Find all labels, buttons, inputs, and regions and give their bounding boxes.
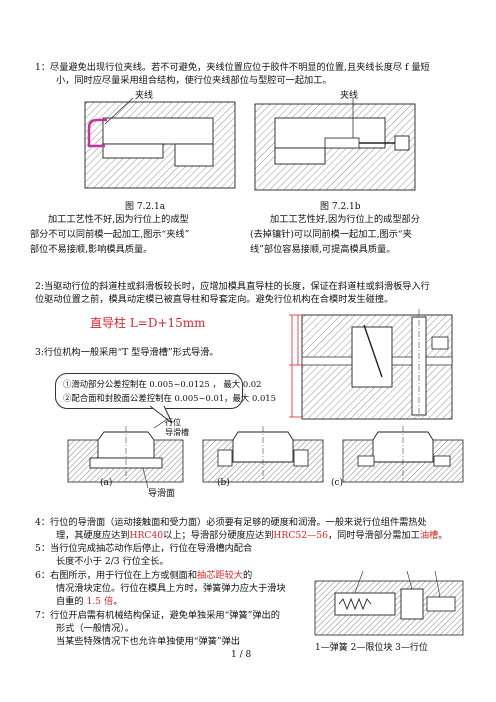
p6-line3: 自重的 1.5 倍。 [56,596,122,609]
p7-line1: 7：行位开启需有机械结构保证，避免单独采用“弹簧”弹出的 [35,610,280,621]
p6-text-d: 自重的 [56,596,87,607]
t-slot-figures [67,419,464,489]
p6-ratio: 1.5 倍 [86,596,114,607]
subfig-b-label: (b) [217,478,230,488]
p6-text-c: 的 [242,570,253,581]
figure-7-2-1a [84,97,236,189]
p5-line2: 长度不小于 2/3 行位全长。 [56,556,169,567]
subfig-c-label: (c) [331,478,344,488]
p2-line2: 位驱动位置之前，模具动定模已被直导柱和导套定向。避免行位机构在合模时发生碰撞。 [35,294,394,305]
p4-text-a: 理，其硬度应达到 [56,530,130,541]
p4-hrc52: HRC52—56 [273,530,328,541]
p4-oil-groove: 油槽 [419,530,439,541]
p7-line2: 形式（一般情况）。 [56,623,135,634]
page-number: 1 / 8 [231,650,252,660]
p4-text-g: 。 [438,530,448,541]
p4-hrc40: HRC40 [129,530,164,541]
p4-line1: 4：行位的导滑面（运动接触面和受力面）必须要有足够的硬度和润滑。一般来说行位组件… [35,517,427,528]
fig-b-desc-3: 线”部位容易接顺,可提高模具质量。 [250,244,396,255]
p4-text-c: 以上；导滑部分硬度应达到 [163,530,274,541]
guide-pillar-figure [289,309,453,420]
fig-a-label: 夹线 [135,91,154,101]
p3-line: 3:行位机构一般采用“T 型导滑槽”形式导滑。 [35,347,219,358]
p6-line2: 情况滑块定位。行位在模具上方时，弹簧弹力应大于滑块 [56,583,286,594]
fig-a-desc-3: 部位不易接顺,影响模具质量。 [30,244,153,255]
fig-b-desc-1: 加工工艺性好,因为行位上的成型部分 [270,214,420,225]
figure-7-2-1b [254,98,416,191]
p4-line2: 理，其硬度应达到HRC40以上；导滑部分硬度应达到HRC52—56，同时导滑部分… [56,530,447,543]
subfig-a-label: (a) [100,478,113,488]
p4-text-e: ，同时导滑部分需加工 [327,530,420,541]
p1-line1: 1：尽量避免出现行位夹线。若不可避免，夹线位置应位于胶件不明显的位置,且夹线长度… [35,62,430,73]
fig-b-caption: 图 7.2.1b [320,202,361,212]
tolerance-callout [55,373,243,409]
p6-distance: 抽芯距较大 [197,570,243,581]
p5-line1: 5：当行位完成抽芯动作后停止，行位在导滑槽内配合 [35,543,253,554]
tolerance-line-1: ①滑动部分公差控制在 0.005~0.0125 ， 最大 0.02 [63,379,262,389]
p6-text-e: 。 [113,596,123,607]
tolerance-line-2: ②配合面和封胶面公差控制在 0.005~0.01，最大 0.015 [63,393,276,403]
slot-label-groove: 导滑槽 [165,428,189,437]
spring-legend: 1—弹簧 2—限位块 3—行位 [315,643,428,653]
guide-face-label: 导滑面 [148,489,176,499]
fig-a-caption: 图 7.2.1a [125,202,166,212]
p1-line2: 小，同时应尽量采用组合结构，使行位夹线部位与型腔可一起加工。 [56,75,332,86]
fig-a-desc-2: 部分不可以同前模一起加工,图示“夹线” [30,229,190,240]
guide-pillar-formula: 直导柱 L=D+15mm [90,316,206,330]
slot-label-slider: 行位 [165,418,181,427]
p6-text-a: 6：右图所示，用于行位在上方或侧面和 [35,570,198,581]
fig-b-label: 夹线 [340,91,359,101]
fig-a-desc-1: 加工工艺性不好,因为行位上的成型 [48,214,189,225]
p6-line1: 6：右图所示，用于行位在上方或侧面和抽芯距较大的 [35,570,252,583]
fig-b-desc-2: (去掉镶针)可以同前模一起加工,图示“夹 [250,229,412,240]
p2-line1: 2:当驱动行位的斜道柱或斜滑板较长时，应增加模具直导柱的长度，保证在斜道柱或斜滑… [35,281,430,292]
p7-line3: 当某些特殊情况下也允许单独使用“弹簧”弹出 [56,636,240,647]
callout-tail [149,405,173,424]
spring-stop-figure [314,570,464,636]
